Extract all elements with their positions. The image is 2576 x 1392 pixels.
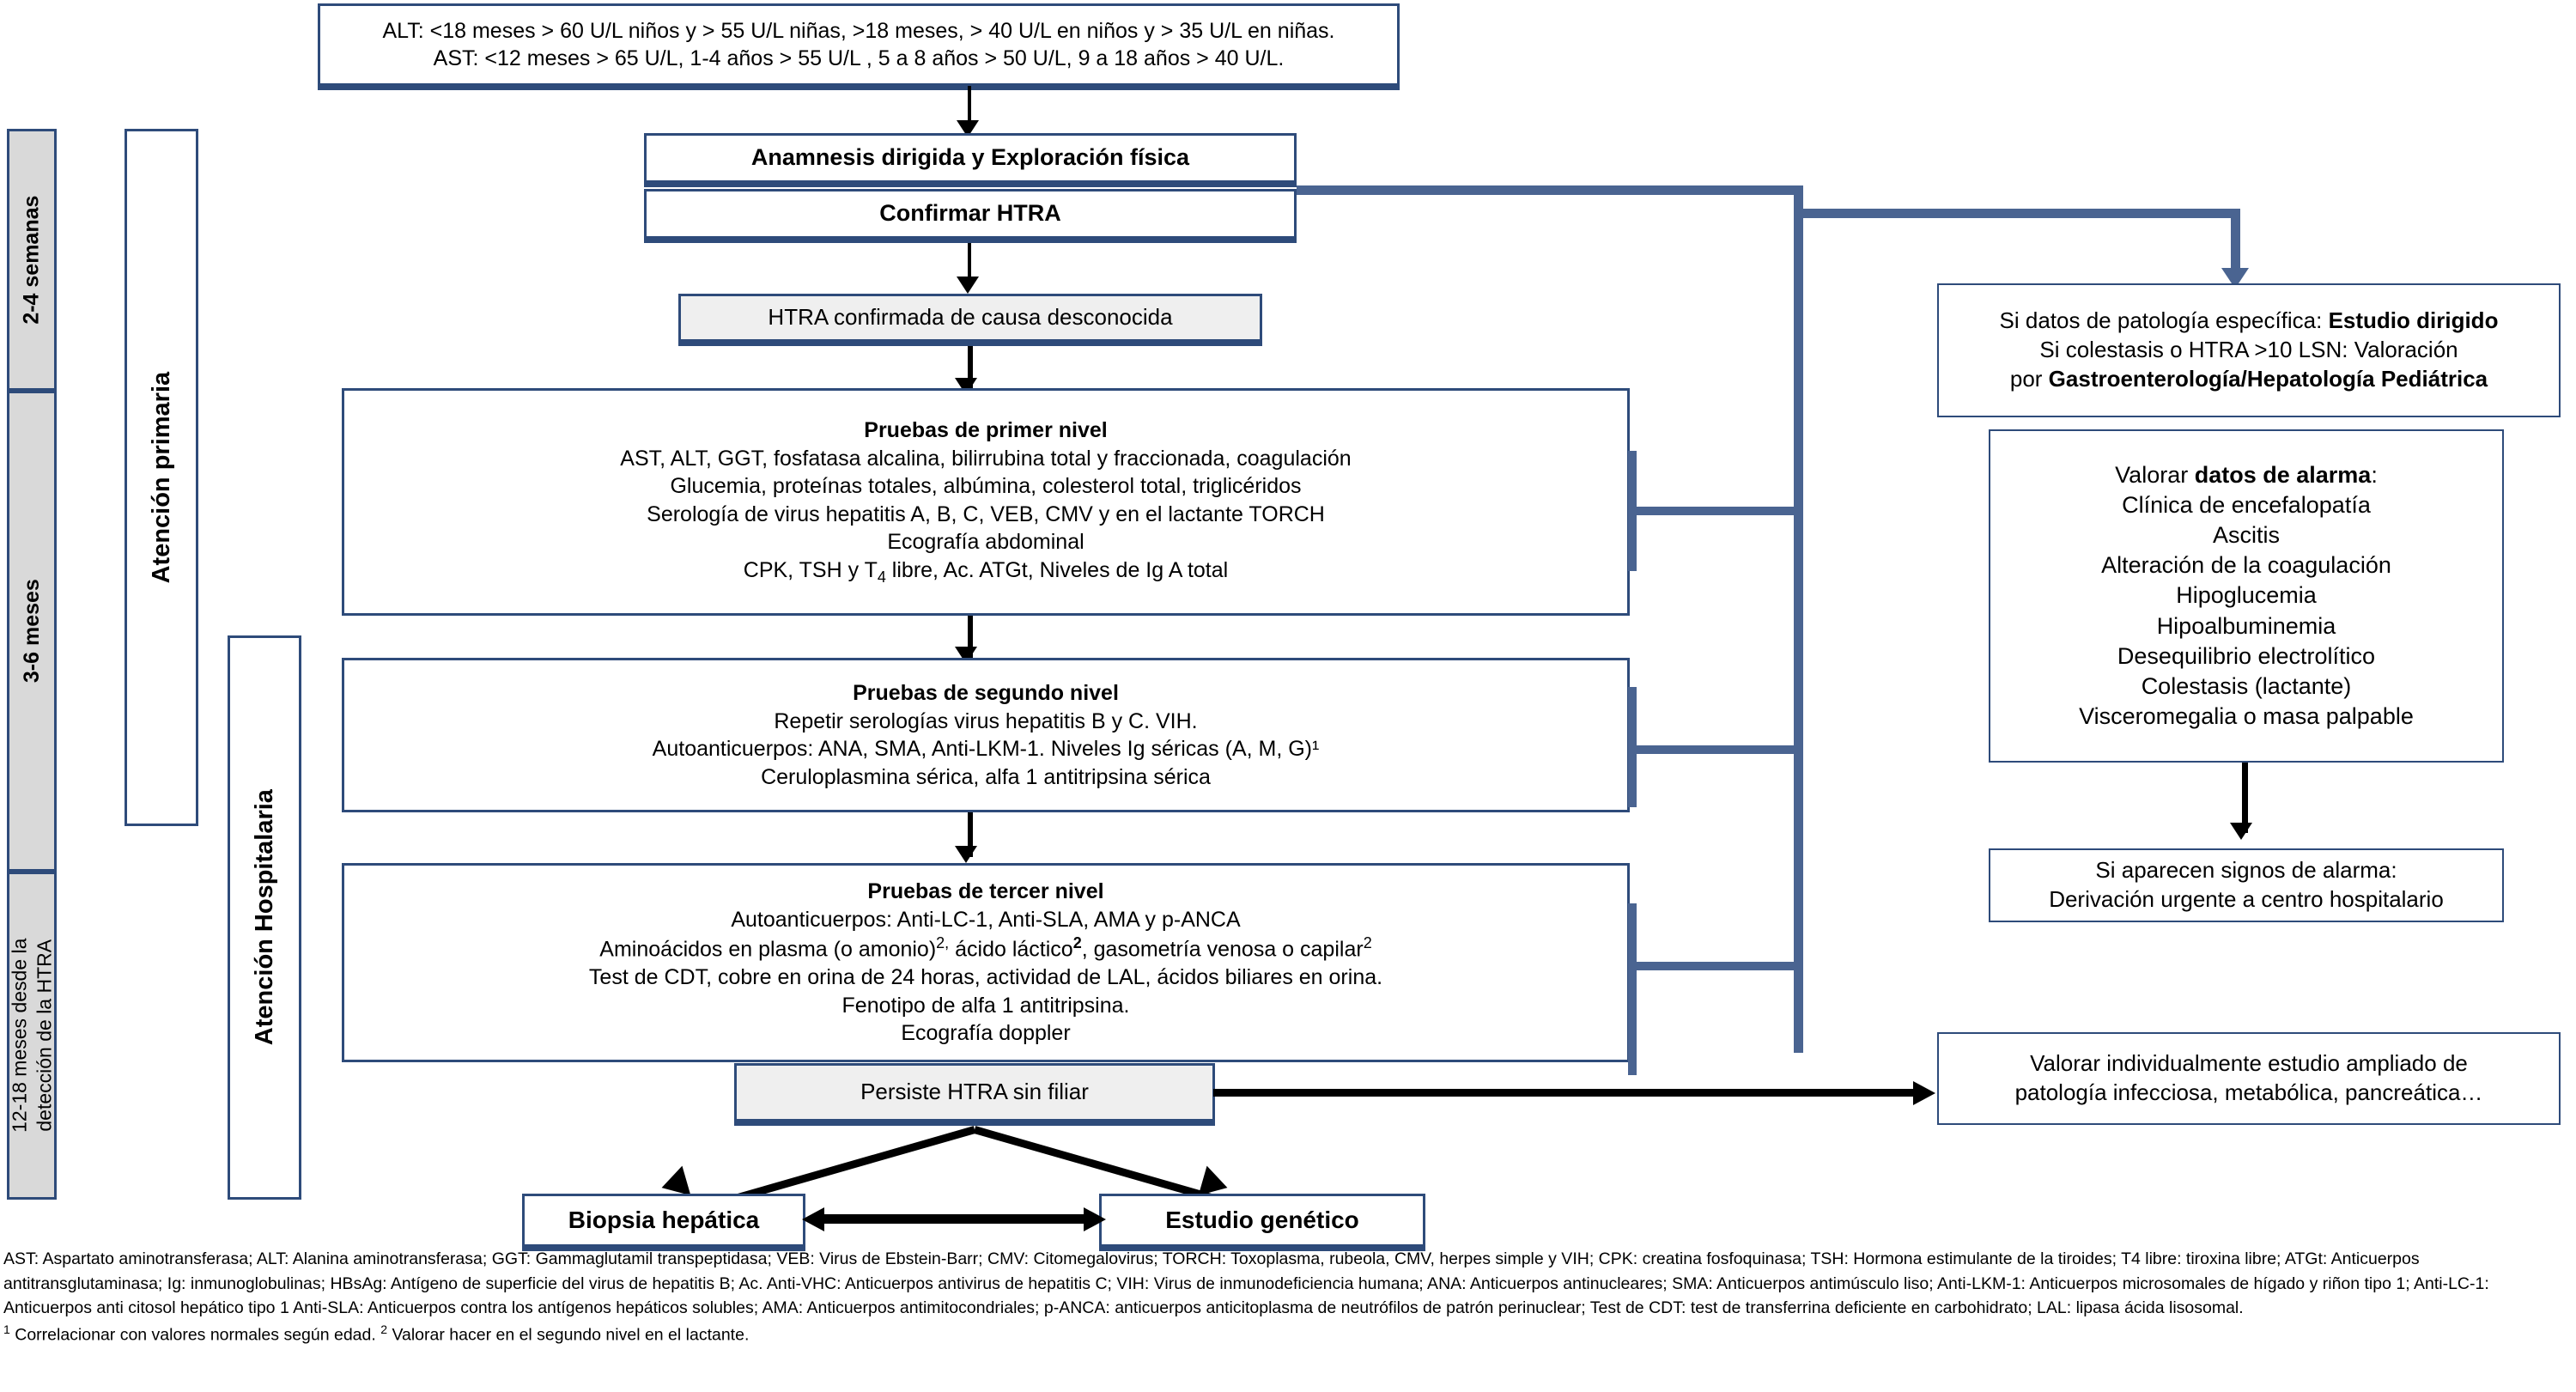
node-estudio-genetico-label: Estudio genético [1165, 1206, 1359, 1233]
node-signos-alarma-line-1: Si aparecen signos de alarma: [2095, 857, 2397, 884]
connector-right-spine [1794, 185, 1803, 1053]
node-segundo-nivel-line-2: Autoanticuerpos: ANA, SMA, Anti-LKM-1. N… [652, 737, 1320, 761]
node-estudio-genetico: Estudio genético [1099, 1194, 1425, 1247]
connector-persiste-to-genetico [973, 1126, 1224, 1205]
node-estudio-dirigido-line-2: Si colestasis o HTRA >10 LSN: Valoración [2039, 337, 2458, 363]
connector-alarma-to-signos [2242, 763, 2248, 833]
node-signos-alarma-line-2: Derivación urgente a centro hospitalario [2049, 886, 2444, 912]
connector-to-estudio-dirigido-h [1794, 209, 2240, 218]
footnote-abbreviations: AST: Aspartato aminotransferasa; ALT: Al… [3, 1249, 2489, 1318]
node-datos-alarma-item-7: Colestasis (lactante) [2141, 672, 2352, 699]
connector-segundo-nivel-stub-v [1628, 687, 1637, 807]
connector-persiste-to-biopsia [726, 1126, 976, 1205]
timeline-label-12-18-meses: 12-18 meses desde la detección de la HTR… [7, 939, 57, 1133]
node-htra-confirmada: HTRA confirmada de causa desconocida [678, 294, 1262, 342]
connector-primer-nivel-stub [1628, 507, 1800, 515]
node-anamnesis: Anamnesis dirigida y Exploración física [644, 133, 1297, 183]
node-primer-nivel-line-3: Serología de virus hepatitis A, B, C, VE… [647, 501, 1325, 526]
arrowhead-segundo-to-tercer [955, 846, 977, 863]
node-estudio-dirigido: Si datos de patología específica: Estudi… [1937, 283, 2561, 417]
care-level-atencion-hospitalaria: Atención Hospitalaria [228, 635, 301, 1200]
criteria-line-2: AST: <12 meses > 65 U/L, 1-4 años > 55 U… [433, 46, 1285, 70]
node-estudio-ampliado: Valorar individualmente estudio ampliado… [1937, 1032, 2561, 1125]
node-segundo-nivel-title: Pruebas de segundo nivel [853, 681, 1119, 705]
arrowhead-persiste-to-ampliado [1913, 1081, 1935, 1105]
node-tercer-nivel-title: Pruebas de tercer nivel [867, 879, 1104, 904]
node-tercer-nivel-line-3: Test de CDT, cobre en orina de 24 horas,… [588, 965, 1383, 990]
node-datos-alarma-item-2: Ascitis [2212, 522, 2280, 549]
node-estudio-ampliado-line-1: Valorar individualmente estudio ampliado… [2030, 1050, 2468, 1077]
node-primer-nivel-line-4: Ecografía abdominal [887, 530, 1084, 555]
node-htra-confirmada-label: HTRA confirmada de causa desconocida [768, 304, 1173, 331]
node-persiste-htra-label: Persiste HTRA sin filiar [860, 1079, 1089, 1105]
node-datos-alarma-item-5: Hipoalbuminemia [2156, 612, 2336, 639]
connector-primer-nivel-stub-v [1628, 451, 1637, 571]
node-pruebas-segundo-nivel: Pruebas de segundo nivel Repetir serolog… [342, 658, 1630, 812]
node-confirmar-htra: Confirmar HTRA [644, 189, 1297, 239]
node-biopsia-hepatica: Biopsia hepática [522, 1194, 805, 1247]
connector-criteria-to-anamnesis [968, 86, 971, 127]
criteria-box: ALT: <18 meses > 60 U/L niños y > 55 U/L… [318, 3, 1400, 86]
footnotes-block: AST: Aspartato aminotransferasa; ALT: Al… [3, 1247, 2573, 1347]
node-confirmar-htra-label: Confirmar HTRA [879, 200, 1061, 227]
node-tercer-nivel-line-5: Ecografía doppler [901, 1021, 1071, 1046]
timeline-label-12-18-meses-line2: detección de la HTRA [33, 939, 55, 1132]
care-level-label-hospitalaria: Atención Hospitalaria [250, 789, 278, 1046]
sidebar-item-2-4-semanas: 2-4 semanas [7, 129, 57, 391]
connector-to-estudio-dirigido-v [2231, 209, 2240, 277]
care-level-atencion-primaria: Atención primaria [125, 129, 198, 826]
connector-segundo-nivel-stub [1628, 745, 1800, 754]
connector-tercer-nivel-stub-v [1628, 903, 1637, 1075]
connector-segundo-to-tercer [968, 812, 973, 857]
connector-htra-to-primer-nivel [968, 346, 973, 389]
node-primer-nivel-line-2: Glucemia, proteínas totales, albúmina, c… [670, 474, 1302, 499]
arrowhead-confirmar-to-htra-confirmada [957, 277, 979, 294]
node-datos-alarma-item-6: Desequilibrio electrolítico [2117, 642, 2376, 669]
timeline-label-2-4-semanas: 2-4 semanas [19, 195, 44, 325]
sidebar-item-3-6-meses: 3-6 meses [7, 391, 57, 872]
node-segundo-nivel-line-1: Repetir serologías virus hepatitis B y C… [774, 708, 1198, 733]
timeline-label-12-18-meses-line1: 12-18 meses desde la [8, 938, 31, 1134]
node-pruebas-tercer-nivel: Pruebas de tercer nivel Autoanticuerpos:… [342, 863, 1630, 1062]
connector-primer-to-segundo [968, 616, 973, 659]
node-pruebas-primer-nivel: Pruebas de primer nivel AST, ALT, GGT, f… [342, 388, 1630, 616]
node-tercer-nivel-line-4: Fenotipo de alfa 1 antitripsina. [841, 993, 1130, 1018]
care-level-label-primaria: Atención primaria [147, 371, 175, 584]
node-segundo-nivel-line-3: Ceruloplasmina sérica, alfa 1 antitripsi… [761, 764, 1211, 789]
arrowhead-alarma-to-signos [2230, 823, 2252, 840]
node-biopsia-label: Biopsia hepática [568, 1206, 760, 1233]
connector-tercer-nivel-stub [1628, 962, 1800, 970]
node-datos-alarma-item-3: Alteración de la coagulación [2101, 552, 2391, 579]
connector-confirmar-to-htra-confirmada [968, 243, 971, 288]
node-datos-de-alarma: Valorar datos de alarma: Clínica de ence… [1989, 429, 2504, 763]
criteria-line-1: ALT: <18 meses > 60 U/L niños y > 55 U/L… [382, 18, 1335, 43]
node-datos-alarma-item-1: Clínica de encefalopatía [2122, 492, 2371, 519]
node-primer-nivel-title: Pruebas de primer nivel [864, 418, 1108, 443]
node-estudio-dirigido-line-1: Si datos de patología específica: Estudi… [1999, 307, 2499, 334]
node-estudio-dirigido-line-3: por Gastroenterología/Hepatología Pediát… [2009, 365, 2488, 392]
node-tercer-nivel-line-2: Aminoácidos en plasma (o amonio)2, ácido… [599, 934, 1372, 962]
arrowhead-biopsia-genetico-left [802, 1207, 824, 1231]
node-datos-alarma-item-4: Hipoglucemia [2176, 582, 2317, 609]
sidebar-item-12-18-meses: 12-18 meses desde la detección de la HTR… [7, 872, 57, 1200]
node-estudio-ampliado-line-2: patología infecciosa, metabólica, pancre… [2014, 1079, 2483, 1105]
footnote-numbered: 1 Correlacionar con valores normales seg… [3, 1322, 750, 1345]
node-persiste-htra: Persiste HTRA sin filiar [734, 1063, 1215, 1122]
node-datos-alarma-item-8: Visceromegalia o masa palpable [2079, 702, 2414, 729]
node-tercer-nivel-line-1: Autoanticuerpos: Anti-LC-1, Anti-SLA, AM… [731, 907, 1241, 932]
connector-persiste-to-ampliado [1213, 1089, 1917, 1097]
arrowhead-biopsia-genetico-right [1084, 1207, 1106, 1231]
connector-biopsia-genetico [820, 1214, 1086, 1224]
node-primer-nivel-line-5: CPK, TSH y T4 libre, Ac. ATGt, Niveles d… [743, 557, 1229, 586]
node-anamnesis-label: Anamnesis dirigida y Exploración física [750, 144, 1190, 171]
connector-confirmar-branch-h [1297, 185, 1803, 195]
node-signos-de-alarma: Si aparecen signos de alarma: Derivación… [1989, 848, 2504, 922]
node-datos-alarma-title: Valorar datos de alarma: [2115, 462, 2378, 489]
timeline-label-3-6-meses: 3-6 meses [19, 579, 44, 684]
node-primer-nivel-line-1: AST, ALT, GGT, fosfatasa alcalina, bilir… [620, 446, 1352, 471]
